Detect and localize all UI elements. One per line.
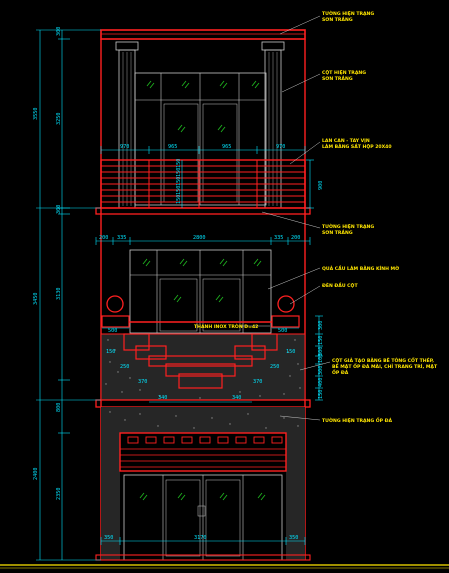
dim-left-inner-2: 300: [56, 205, 62, 214]
mid-door: [129, 249, 272, 334]
dim-bottom-0: 350: [104, 535, 113, 541]
dim-balcony-3: 970: [276, 144, 285, 150]
dim-balcony-0: 970: [120, 144, 129, 150]
floor-slab: [95, 207, 311, 215]
balcony-railing: [100, 159, 306, 209]
glass-leaf-marks: [139, 80, 266, 501]
note-column-cap: ĐÈN ĐẦU CỘT: [322, 280, 358, 289]
dim-pedestal-left: 500: [108, 328, 117, 334]
dim-rise-0: 150: [176, 159, 182, 168]
stone-band: [101, 407, 305, 433]
note-wall-mid: TƯỜNG HIỆN TRẠNG SƠN TRẮNG: [322, 222, 376, 236]
right-lamp-ball: [277, 295, 295, 313]
note-wall-stone: TƯỜNG HIỆN TRẠNG ỐP ĐÁ: [322, 416, 392, 424]
stone-speckle-mid: [105, 339, 301, 399]
dim-left-outer-0: 3550: [33, 108, 39, 121]
dim-balcony-1: 965: [168, 144, 177, 150]
dimension-lines: [36, 29, 323, 561]
dim-right-0: 300: [318, 321, 324, 330]
dim-box-left-2: 370: [138, 379, 147, 385]
dim-left-inner-4: 800: [56, 403, 62, 412]
dim-right-4: 300: [318, 366, 324, 375]
dim-rise-3: 150: [176, 186, 182, 195]
right-stone-pier: [286, 433, 305, 560]
decorative-box: [100, 333, 306, 401]
left-stone-pier: [101, 433, 120, 560]
dim-pedestal-right: 500: [278, 328, 287, 334]
dim-right-6: 150: [318, 390, 324, 399]
dim-right-2: 300: [318, 347, 324, 356]
dim-box-right-0: 150: [286, 349, 295, 355]
dim-box-left-0: 150: [106, 349, 115, 355]
dim-box-right-2: 370: [253, 379, 262, 385]
note-inox-pipe: THANH INOX TRÒN D=42: [194, 323, 258, 330]
dim-mid-0: 200: [99, 235, 108, 241]
leader-lines: [240, 15, 331, 421]
dim-box-left-1: 250: [120, 364, 129, 370]
dim-mid-1: 335: [117, 235, 126, 241]
dim-mid-3: 335: [274, 235, 283, 241]
stone-speckle-band: [109, 411, 299, 429]
annotations: TƯỜNG HIỆN TRẠNG SƠN TRẮNG CỘT HIỆN TRẠN…: [194, 9, 439, 424]
dim-left-inner-3: 3130: [56, 288, 62, 301]
note-lamp-ball: QUẢ CẦU LÀM BẰNG KÍNH MỜ: [322, 263, 399, 272]
dim-left-inner-1: 3250: [56, 113, 62, 126]
dim-box-right-1: 250: [270, 364, 279, 370]
dim-left-outer-2: 2400: [33, 468, 39, 481]
dim-mid-4: 200: [291, 235, 300, 241]
shutter-lines: [120, 448, 286, 468]
left-lamp-ball: [106, 295, 124, 313]
dim-rise-1: 150: [176, 168, 182, 177]
note-column-top: CỘT HIỆN TRẠNG SƠN TRẮNG: [322, 68, 368, 82]
dim-box-center: 340: [158, 395, 167, 401]
top-cornice: [100, 29, 306, 40]
note-railing: LAN CAN - TAY VỊN LÀM BẰNG SẮT HỘP 20X40: [322, 138, 392, 150]
upper-floor: [95, 29, 311, 560]
right-column: [261, 41, 285, 209]
dim-box-center2: 340: [232, 395, 241, 401]
dim-mid-2: 2800: [193, 235, 206, 241]
ground-floor: [0, 407, 449, 569]
shutter-slots: [127, 436, 283, 444]
dim-bottom-1: 3170: [194, 535, 207, 541]
dim-bottom-2: 350: [289, 535, 298, 541]
dim-right-3: 100: [318, 354, 324, 363]
dim-railing-height: 900: [318, 181, 324, 190]
dim-rise-2: 150: [176, 177, 182, 186]
dim-right-5: 400: [318, 378, 324, 387]
dim-rise-4: 150: [176, 195, 182, 204]
note-wall-top: TƯỜNG HIỆN TRẠNG SƠN TRẮNG: [322, 9, 376, 23]
note-concrete-box: CỘT GIẢ TẠO BẰNG BÊ TÔNG CỐT THÉP, BỀ MẶ…: [332, 356, 439, 376]
dim-left-inner-5: 2350: [56, 488, 62, 501]
dim-left-outer-1: 3450: [33, 293, 39, 306]
dimension-labels: 3550 3450 2400 300 3250 300 3130 800 235…: [33, 27, 324, 541]
shutter-box: [119, 432, 287, 472]
dim-left-inner-0: 300: [56, 27, 62, 36]
mid-floor: [95, 249, 311, 408]
dim-right-1: 150: [318, 336, 324, 345]
ground-plinth: [95, 554, 311, 561]
dim-balcony-2: 965: [222, 144, 231, 150]
